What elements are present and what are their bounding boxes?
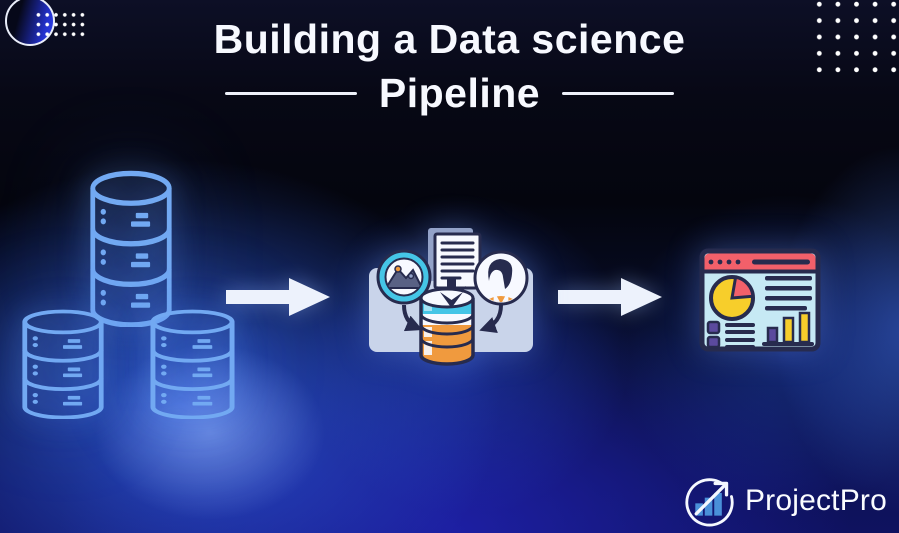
pie-chart bbox=[709, 275, 755, 321]
database-cylinder-icon bbox=[148, 307, 237, 419]
growth-chart-circle-icon bbox=[685, 478, 734, 527]
brand-logo-text: ProjectPro bbox=[744, 483, 887, 517]
header-line bbox=[752, 259, 810, 265]
title-line-1: Building a Data science bbox=[213, 16, 686, 62]
window-header-bar bbox=[703, 253, 817, 274]
flow-arrow-icon bbox=[226, 278, 330, 316]
brand-logo: ProjectPro bbox=[683, 474, 887, 527]
legend-items bbox=[706, 320, 755, 349]
database-cylinder-icon bbox=[88, 167, 174, 327]
flow-arrow-icon bbox=[558, 278, 662, 316]
data-aggregation-icon bbox=[369, 228, 533, 366]
dot-grid-top-left bbox=[34, 10, 87, 39]
title-rule-left bbox=[224, 92, 357, 95]
flow-curve-right bbox=[479, 304, 503, 334]
chart-bubble-icon bbox=[376, 249, 432, 305]
dot-grid-top-right bbox=[810, 0, 899, 77]
title-rule-right bbox=[562, 92, 675, 95]
flow-curve-left bbox=[402, 304, 423, 332]
title-line-2-row: Pipeline bbox=[0, 70, 899, 117]
window-dots bbox=[708, 259, 741, 265]
striped-database-icon bbox=[419, 287, 475, 366]
document-icon bbox=[428, 228, 482, 290]
dashboard-report-icon bbox=[699, 248, 821, 352]
database-cylinder-icon bbox=[20, 307, 106, 419]
title-line-2: Pipeline bbox=[378, 70, 541, 116]
bar-chart bbox=[762, 311, 814, 346]
page-title: Building a Data science Pipeline bbox=[0, 16, 899, 117]
person-bubble-icon bbox=[473, 250, 529, 306]
text-lines bbox=[765, 276, 812, 311]
